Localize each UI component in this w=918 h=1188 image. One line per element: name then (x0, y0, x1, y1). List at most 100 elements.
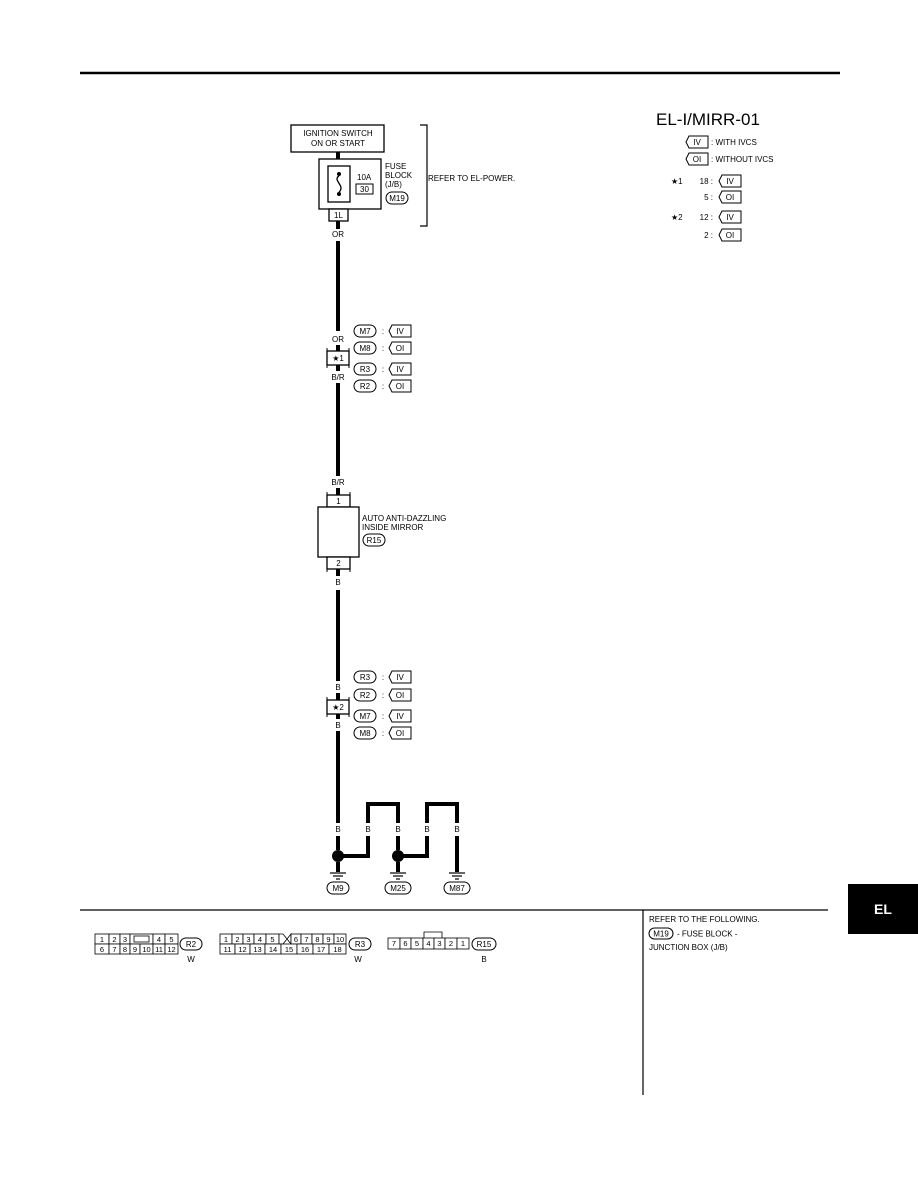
wire-color-b-1: B (335, 578, 340, 587)
r3-pin-18: 18 (333, 945, 341, 954)
refer-el-power: REFER TO EL-POWER. (428, 174, 515, 183)
connector-face-r2: 1 2 3 4 5 6 7 8 9 10 11 12 R2 W (94, 933, 203, 964)
joint-connector-1: ★1 (326, 345, 350, 371)
joint1-row4-conn: R2 (360, 382, 371, 391)
ground-symbol-1 (330, 872, 346, 880)
joint2-connector-list: R3 : IV R2 : OI M7 : IV M8 : OI (353, 670, 412, 740)
joint-connector-2: ★2 (326, 693, 350, 719)
r3-pin-11: 11 (224, 945, 232, 954)
joint1-row4-opt: OI (396, 382, 404, 391)
legend-oi-symbol: OI (693, 155, 701, 164)
r15-pin-1: 1 (461, 939, 465, 948)
r3-pin-3: 3 (246, 935, 250, 944)
wire-color-or-top: OR (332, 230, 344, 239)
legend-iv-symbol: IV (693, 138, 701, 147)
fuse-label-line2: BLOCK (385, 171, 413, 180)
wire-color-br-lower: B/R (331, 478, 345, 487)
ground-symbol-3 (449, 872, 465, 880)
r3-pin-17: 17 (317, 945, 325, 954)
switch-line2: ON OR START (311, 139, 365, 148)
r15-pin-5: 5 (415, 939, 419, 948)
legend-oi-text: : WITHOUT IVCS (711, 155, 774, 164)
legend-star1-iv-pin: 18 : (700, 177, 713, 186)
splice-dot-1 (332, 850, 344, 862)
r2-pin-1: 1 (100, 935, 104, 944)
connector-face-r15: 7 6 5 4 3 2 1 R15 B (387, 931, 497, 964)
connector-face-r3: 1 2 3 4 5 6 7 8 9 10 11 12 13 14 15 16 1… (219, 932, 372, 964)
r2-pin-2: 2 (112, 935, 116, 944)
diagram-id: EL-I/MIRR-01 (656, 110, 760, 129)
mirror-name-line2: INSIDE MIRROR (362, 523, 424, 532)
joint1-row3-opt: IV (396, 365, 404, 374)
svg-text::: : (382, 712, 384, 721)
r3-pin-16: 16 (301, 945, 309, 954)
r2-connector-color: W (187, 955, 195, 964)
ground-symbol-2 (390, 872, 406, 880)
ground-jumper-2 (425, 802, 459, 823)
joint2-row3-conn: M7 (359, 712, 371, 721)
refer-line1: REFER TO THE FOLLOWING. (649, 915, 760, 924)
ground-jumper-1 (366, 802, 400, 823)
fuse-connector: M19 (389, 194, 405, 203)
r3-pin-1: 1 (224, 935, 228, 944)
r2-pin-7: 7 (112, 945, 116, 954)
refer-line2: - FUSE BLOCK - (677, 930, 738, 939)
fuse-number: 30 (360, 185, 369, 194)
r3-pin-4: 4 (258, 935, 262, 944)
r2-pin-12: 12 (167, 945, 175, 954)
joint2-label: ★2 (332, 703, 344, 712)
r2-pin-6: 6 (100, 945, 104, 954)
fuse-label-line1: FUSE (385, 162, 406, 171)
wire-color-br-upper: B/R (331, 373, 345, 382)
wire-color-b-g2: B (365, 825, 370, 834)
svg-text::: : (382, 365, 384, 374)
wire-color-b-g4: B (424, 825, 429, 834)
power-bracket (420, 124, 428, 227)
legend-star2: ★2 (671, 213, 683, 222)
r3-pin-12: 12 (238, 945, 246, 954)
joint1-label: ★1 (332, 354, 344, 363)
joint2-row3-opt: IV (396, 712, 404, 721)
legend-star1-iv-tag: IV (726, 177, 734, 186)
joint2-row2-opt: OI (396, 691, 404, 700)
ground-m9: M9 (332, 884, 344, 893)
joint2-row4-opt: OI (396, 729, 404, 738)
r3-pin-7: 7 (304, 935, 308, 944)
ground-m87: M87 (449, 884, 465, 893)
ignition-switch: IGNITION SWITCH ON OR START (290, 124, 385, 153)
r3-pin-8: 8 (315, 935, 319, 944)
joint1-row3-conn: R3 (360, 365, 371, 374)
joint1-row2-opt: OI (396, 344, 404, 353)
r3-connector-color: W (354, 955, 362, 964)
mirror-name-line1: AUTO ANTI-DAZZLING (362, 514, 446, 523)
r2-pin-8: 8 (123, 945, 127, 954)
r3-pin-13: 13 (253, 945, 261, 954)
r3-pin-6: 6 (294, 935, 298, 944)
r3-connector-name: R3 (355, 940, 366, 949)
section-tab: EL (848, 884, 918, 934)
fuse-icon (336, 175, 342, 193)
auto-anti-dazzling-mirror: 1 2 AUTO ANTI-DAZZLING INSIDE MIRROR R15 (317, 492, 446, 572)
joint1-row1-conn: M7 (359, 327, 371, 336)
mirror-pin-1: 1 (336, 497, 341, 506)
legend-iv-text: : WITH IVCS (711, 138, 757, 147)
legend-star2-iv-tag: IV (726, 213, 734, 222)
joint1-row2-conn: M8 (359, 344, 371, 353)
legend-star1-oi-tag: OI (726, 193, 734, 202)
fuse-terminal: 1L (334, 211, 343, 220)
legend-star2-oi-tag: OI (726, 231, 734, 240)
svg-text::: : (382, 382, 384, 391)
legend-star1-oi-pin: 5 : (704, 193, 713, 202)
r3-pin-14: 14 (269, 945, 277, 954)
r3-pin-9: 9 (326, 935, 330, 944)
fuse-rating: 10A (357, 173, 372, 182)
splice-dot-2 (392, 850, 404, 862)
switch-line1: IGNITION SWITCH (303, 129, 373, 138)
r3-pin-15: 15 (285, 945, 293, 954)
joint2-row1-opt: IV (396, 673, 404, 682)
r15-pin-4: 4 (426, 939, 430, 948)
r3-pin-2: 2 (235, 935, 239, 944)
wire-color-or: OR (332, 335, 344, 344)
r2-pin-9: 9 (133, 945, 137, 954)
joint2-row2-conn: R2 (360, 691, 371, 700)
